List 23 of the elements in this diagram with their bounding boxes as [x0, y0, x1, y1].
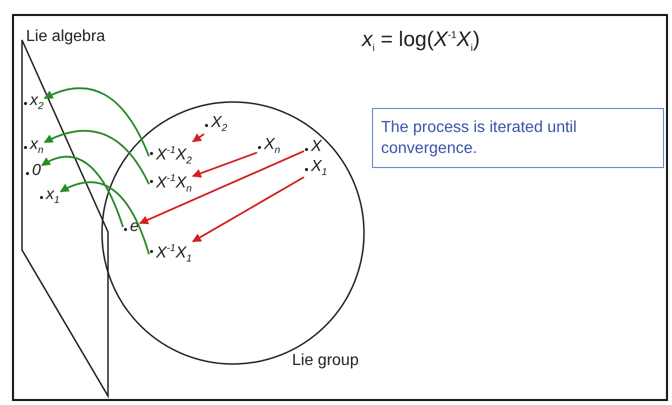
point-label: X$_{1}$: [305, 158, 328, 182]
plane-label: Lie algebra: [26, 28, 106, 46]
point-label: X$^{-1}$X$_{1}$: [150, 240, 192, 269]
point-label: x$_{2}$: [24, 92, 44, 116]
point-label: X$^{-1}$X$_{n}$: [150, 170, 192, 199]
point-label: x$_{1}$: [40, 186, 60, 210]
point-label: 0: [26, 162, 41, 180]
arrow: [41, 156, 124, 228]
point-label: X$_{2}$: [205, 114, 228, 138]
formula: x$_{i}$ = log(X$^{-1}$X$_{i}$): [362, 28, 480, 54]
point-label: x$_{n}$: [24, 136, 44, 160]
circle-label: Lie group: [292, 352, 359, 370]
point-label: X$_{n}$: [258, 136, 280, 160]
arrow: [192, 176, 304, 242]
arrow: [192, 133, 204, 142]
point-label: X: [305, 138, 322, 156]
arrow: [44, 87, 150, 157]
arrow: [60, 181, 150, 255]
arrow: [139, 150, 304, 224]
note-box: The process is iterated until convergence.: [372, 108, 664, 168]
arrow: [192, 152, 258, 178]
point-label: X$^{-1}$X$_{2}$: [150, 142, 192, 171]
arrow: [44, 130, 150, 185]
